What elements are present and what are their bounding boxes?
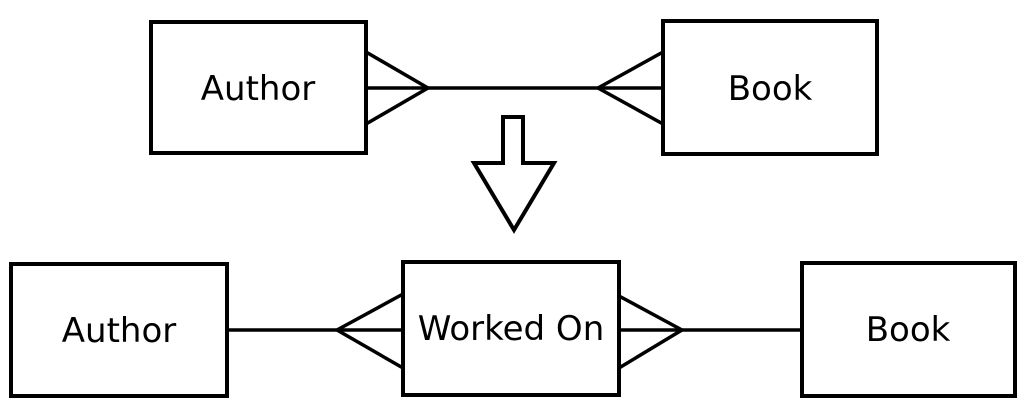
entity-label: Worked On — [418, 309, 605, 349]
entity-label: Book — [728, 69, 813, 109]
crow-foot-many-icon — [365, 50, 429, 126]
entity-author-bottom: Author — [9, 262, 229, 398]
entity-book-bottom: Book — [800, 261, 1017, 398]
entity-label: Author — [201, 69, 315, 109]
entity-box — [800, 261, 1017, 398]
entity-worked-on: Worked On — [401, 260, 621, 397]
entity-book-top: Book — [661, 19, 879, 156]
entity-author-top: Author — [149, 20, 368, 155]
crow-foot-many-icon — [618, 294, 683, 370]
entity-box — [661, 19, 879, 156]
crow-foot-many-icon — [336, 292, 404, 370]
entity-box — [401, 260, 621, 397]
entity-label: Author — [62, 311, 176, 351]
down-arrow-icon — [470, 115, 558, 234]
crow-foot-many-icon — [597, 50, 664, 126]
entity-label: Book — [866, 310, 951, 350]
entity-box — [149, 20, 368, 155]
entity-box — [9, 262, 229, 398]
